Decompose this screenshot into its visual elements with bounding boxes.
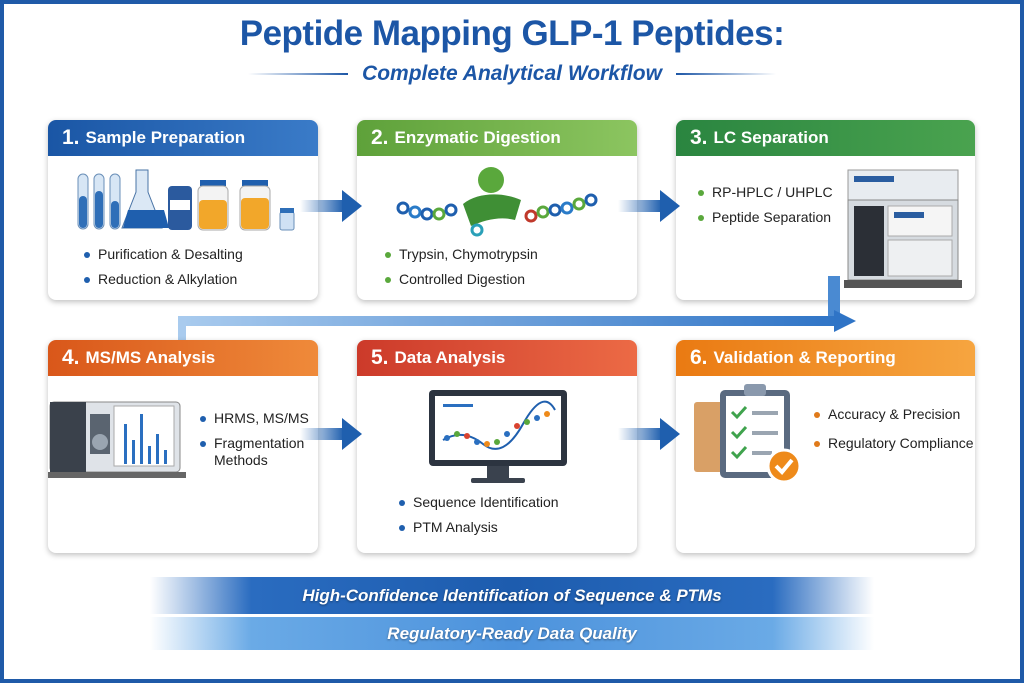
mass-spectrometer-icon	[48, 401, 186, 478]
divider	[248, 73, 349, 75]
arrow-right-icon	[300, 418, 362, 450]
arrow-right-icon	[300, 190, 362, 222]
step-label: MS/MS Analysis	[85, 348, 216, 367]
bullet-item: Reduction & Alkylation	[84, 271, 243, 288]
step-header: 2. Enzymatic Digestion	[357, 120, 637, 156]
step-number: 4.	[62, 346, 80, 369]
bullet-item: Accuracy & Precision	[814, 406, 974, 423]
bullet-item: Controlled Digestion	[385, 271, 538, 288]
step-number: 2.	[371, 126, 389, 149]
step-card-data-analysis: 5. Data Analysis Sequence Identification …	[357, 340, 637, 553]
bullet-item: PTM Analysis	[399, 519, 559, 536]
bullet-item: RP-HPLC / UHPLC	[698, 184, 833, 201]
step-label: Data Analysis	[394, 348, 506, 367]
bullet-item: Fragmentation Methods	[200, 435, 310, 469]
step-bullets: RP-HPLC / UHPLC Peptide Separation	[698, 184, 833, 234]
step-header: 1. Sample Preparation	[48, 120, 318, 156]
step-label: Sample Preparation	[85, 128, 246, 147]
step-label: LC Separation	[713, 128, 829, 147]
step-bullets: Sequence Identification PTM Analysis	[399, 494, 559, 544]
arrow-right-icon	[618, 190, 680, 222]
subtitle-row: Complete Analytical Workflow	[0, 62, 1024, 86]
step-card-validation-reporting: 6. Validation & Reporting Accuracy & Prec…	[676, 340, 975, 553]
step-bullets: Trypsin, Chymotrypsin Controlled Digesti…	[385, 246, 538, 296]
step-header: 3. LC Separation	[676, 120, 975, 156]
hplc-instrument-icon	[844, 169, 962, 288]
bullet-item: Regulatory Compliance	[814, 435, 974, 452]
summary-banner-primary: High-Confidence Identification of Sequen…	[150, 577, 874, 614]
step-header: 4. MS/MS Analysis	[48, 340, 318, 376]
step-card-ms-analysis: 4. MS/MS Analysis HRMS, MS/MS Fragmentati…	[48, 340, 318, 553]
divider	[675, 73, 776, 75]
enzyme-peptide-icon	[396, 167, 598, 237]
step-number: 3.	[690, 126, 708, 149]
wrap-connector-arrow	[178, 276, 856, 344]
step-bullets: Accuracy & Precision Regulatory Complian…	[814, 406, 974, 460]
monitor-chart-icon	[429, 390, 567, 483]
page-title: Peptide Mapping GLP-1 Peptides:	[239, 14, 785, 53]
step-card-sample-preparation: 1. Sample Preparation Purification & Desa…	[48, 120, 318, 300]
vials-flask-icon	[77, 169, 295, 231]
step-number: 5.	[371, 346, 389, 369]
clipboard-checklist-icon	[694, 384, 802, 484]
step-bullets: Purification & Desalting Reduction & Alk…	[84, 246, 243, 296]
page-subtitle: Complete Analytical Workflow	[362, 62, 662, 85]
bullet-item: Peptide Separation	[698, 209, 833, 226]
summary-banner-secondary: Regulatory-Ready Data Quality	[150, 617, 874, 650]
bullet-item: Trypsin, Chymotrypsin	[385, 246, 538, 263]
step-number: 1.	[62, 126, 80, 149]
step-bullets: HRMS, MS/MS Fragmentation Methods	[200, 410, 310, 477]
bullet-item: HRMS, MS/MS	[200, 410, 310, 427]
step-label: Validation & Reporting	[713, 348, 896, 367]
step-header: 6. Validation & Reporting	[676, 340, 975, 376]
step-number: 6.	[690, 346, 708, 369]
bullet-item: Purification & Desalting	[84, 246, 243, 263]
step-label: Enzymatic Digestion	[394, 128, 561, 147]
bullet-item: Sequence Identification	[399, 494, 559, 511]
step-card-lc-separation: 3. LC Separation RP-HPLC / UHPLC Peptide …	[676, 120, 975, 300]
arrow-right-icon	[618, 418, 680, 450]
step-card-enzymatic-digestion: 2. Enzymatic Digestion Trypsin, Chymotryp…	[357, 120, 637, 300]
step-header: 5. Data Analysis	[357, 340, 637, 376]
